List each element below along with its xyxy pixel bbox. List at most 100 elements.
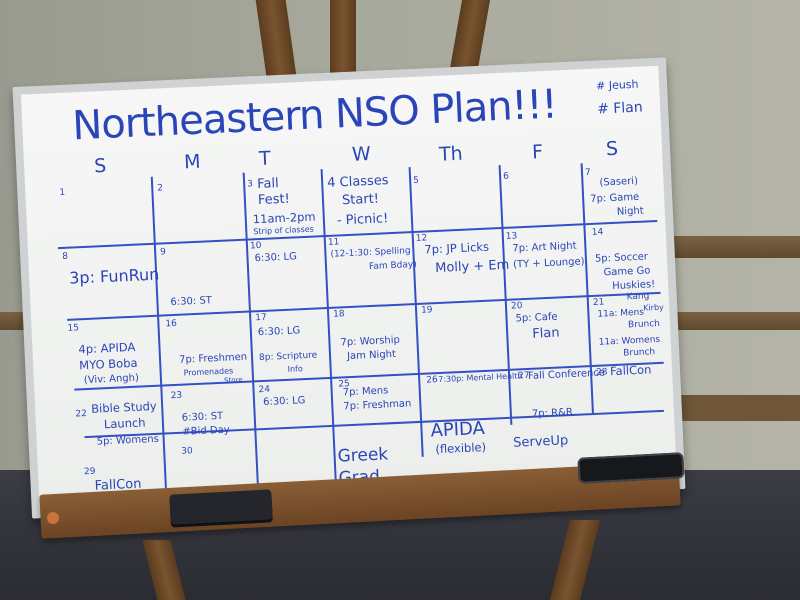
note-serveup: ServeUp — [512, 433, 569, 451]
event-soccer-1: 5p: Soccer — [594, 251, 649, 265]
day-header-mon: M — [183, 150, 202, 174]
event-mens-25: 7p: Mens — [342, 385, 389, 399]
event-womens-brunch-2: Brunch — [623, 347, 656, 359]
day-header-fri: F — [531, 141, 544, 164]
event-scripture-1: 8p: Scripture — [258, 350, 318, 364]
date-14: 14 — [591, 227, 604, 238]
event-tag-kang: Kang — [626, 291, 650, 303]
date-19: 19 — [420, 305, 433, 316]
event-worship-1: 7p: Worship — [340, 334, 401, 349]
event-lg-10: 6:30: LG — [254, 251, 298, 265]
board-tag-jeush: # Jeush — [595, 77, 639, 93]
day-header-sat: S — [605, 137, 619, 161]
note-flexible: (flexible) — [435, 439, 487, 457]
event-worship-2: Jam Night — [346, 348, 397, 363]
date-22: 22 — [75, 409, 88, 420]
date-5: 5 — [412, 175, 420, 186]
baseboard — [660, 395, 800, 421]
date-15: 15 — [67, 323, 80, 334]
event-cafe-1: 5p: Cafe — [515, 311, 558, 325]
date-20: 20 — [510, 301, 523, 312]
date-3: 3 — [246, 179, 254, 190]
event-classes-start-1: 4 Classes — [326, 173, 389, 191]
event-picnic: - Picnic! — [336, 211, 389, 229]
date-7: 7 — [584, 167, 591, 179]
event-mens-brunch-2: Brunch — [627, 318, 661, 331]
event-freshmen-1: 7p: Freshmen — [178, 351, 248, 366]
event-fallcon-28: FallCon — [609, 362, 652, 379]
note-greek: Greek — [337, 444, 389, 467]
event-fall-fest-note: Strip of classes — [253, 224, 315, 237]
day-header-wed: W — [351, 142, 372, 166]
event-fun-run: 3p: FunRun — [68, 264, 160, 288]
date-21: 21 — [592, 297, 605, 308]
event-game-night-1: 7p: Game — [589, 191, 640, 205]
event-mens-brunch-1: 11a: Mens — [597, 307, 645, 320]
event-art-night: 7p: Art Night — [512, 240, 577, 255]
event-jp-licks: 7p: JP Licks — [424, 239, 490, 257]
wall-rail-right — [660, 236, 800, 258]
board-title: Northeastern NSO Plan!!! — [71, 81, 558, 150]
smartphone — [577, 452, 685, 484]
event-bible-study-2: Launch — [103, 415, 146, 432]
event-st-9: 6:30: ST — [170, 295, 213, 309]
grid-line-vertical — [498, 164, 513, 425]
date-8: 8 — [62, 251, 69, 262]
event-spelling-1: (12-1:30: Spelling — [330, 246, 411, 260]
note-apida: APIDA — [430, 417, 486, 442]
event-apida-2: MYO Boba — [78, 355, 138, 373]
event-game-night-2: Night — [616, 205, 644, 218]
day-header-tue: T — [258, 147, 272, 170]
date-23: 23 — [170, 390, 183, 402]
event-saseri: (Saseri) — [599, 175, 639, 189]
easel-ledge-peg — [47, 512, 59, 524]
date-30: 30 — [181, 446, 193, 457]
event-classes-start-2: Start! — [341, 191, 380, 209]
event-r-and-r: 7p: R&R — [531, 406, 574, 420]
date-11: 11 — [327, 237, 340, 248]
event-lg-24: 6:30: LG — [262, 395, 306, 409]
event-lg-17: 6:30: LG — [257, 325, 301, 339]
whiteboard: Northeastern NSO Plan!!! # Jeush # Flan … — [12, 57, 686, 519]
event-bible-study-1: Bible Study — [90, 398, 157, 416]
event-soccer-2: Game Go — [603, 265, 651, 279]
grid-line-vertical — [320, 169, 337, 485]
event-fall-conference: Fall Conference — [527, 367, 606, 382]
date-9: 9 — [159, 247, 167, 258]
event-apida-3: (Viv: Angh) — [83, 372, 140, 387]
event-cafe-2: Flan — [531, 325, 560, 342]
event-bid-day: #Bid Day — [182, 424, 230, 438]
date-17: 17 — [255, 312, 267, 324]
date-2: 2 — [157, 183, 164, 194]
day-header-sun: S — [93, 154, 107, 178]
date-26: 26 — [426, 375, 438, 386]
event-fall-fest-1: Fall — [256, 176, 280, 193]
date-13: 13 — [505, 231, 518, 242]
event-st-23: 6:30: ST — [181, 410, 224, 424]
date-10: 10 — [249, 240, 262, 252]
date-6: 6 — [502, 171, 510, 182]
event-molly-em: Molly + Em — [434, 257, 510, 277]
event-freshmen-3: Store — [223, 375, 243, 385]
event-ty-lounge: (TY + Lounge) — [512, 256, 585, 271]
date-16: 16 — [165, 318, 178, 330]
event-freshman-25: 7p: Freshman — [343, 398, 412, 413]
whiteboard-surface: Northeastern NSO Plan!!! # Jeush # Flan … — [20, 65, 678, 511]
event-scripture-2: Info — [287, 364, 303, 374]
board-tag-flan: # Flan — [596, 99, 644, 118]
grid-line-vertical — [150, 176, 168, 493]
event-womens-22: 5p: Womens — [96, 433, 160, 448]
event-fall-fest-2: Fest! — [257, 191, 291, 209]
date-24: 24 — [258, 384, 271, 396]
date-29: 29 — [83, 466, 96, 478]
date-1: 1 — [59, 187, 66, 199]
event-tag-kirby: Kirby — [643, 302, 664, 313]
event-soccer-3: Huskies! — [611, 279, 656, 293]
event-fall-fest-time: 11am-2pm — [252, 209, 316, 227]
event-spelling-2: Fam Bday) — [368, 259, 417, 273]
grid-line-horizontal — [84, 409, 664, 439]
date-18: 18 — [332, 309, 345, 320]
whiteboard-eraser — [169, 489, 273, 525]
date-28: 28 — [595, 367, 608, 378]
day-header-thu: Th — [438, 142, 464, 166]
